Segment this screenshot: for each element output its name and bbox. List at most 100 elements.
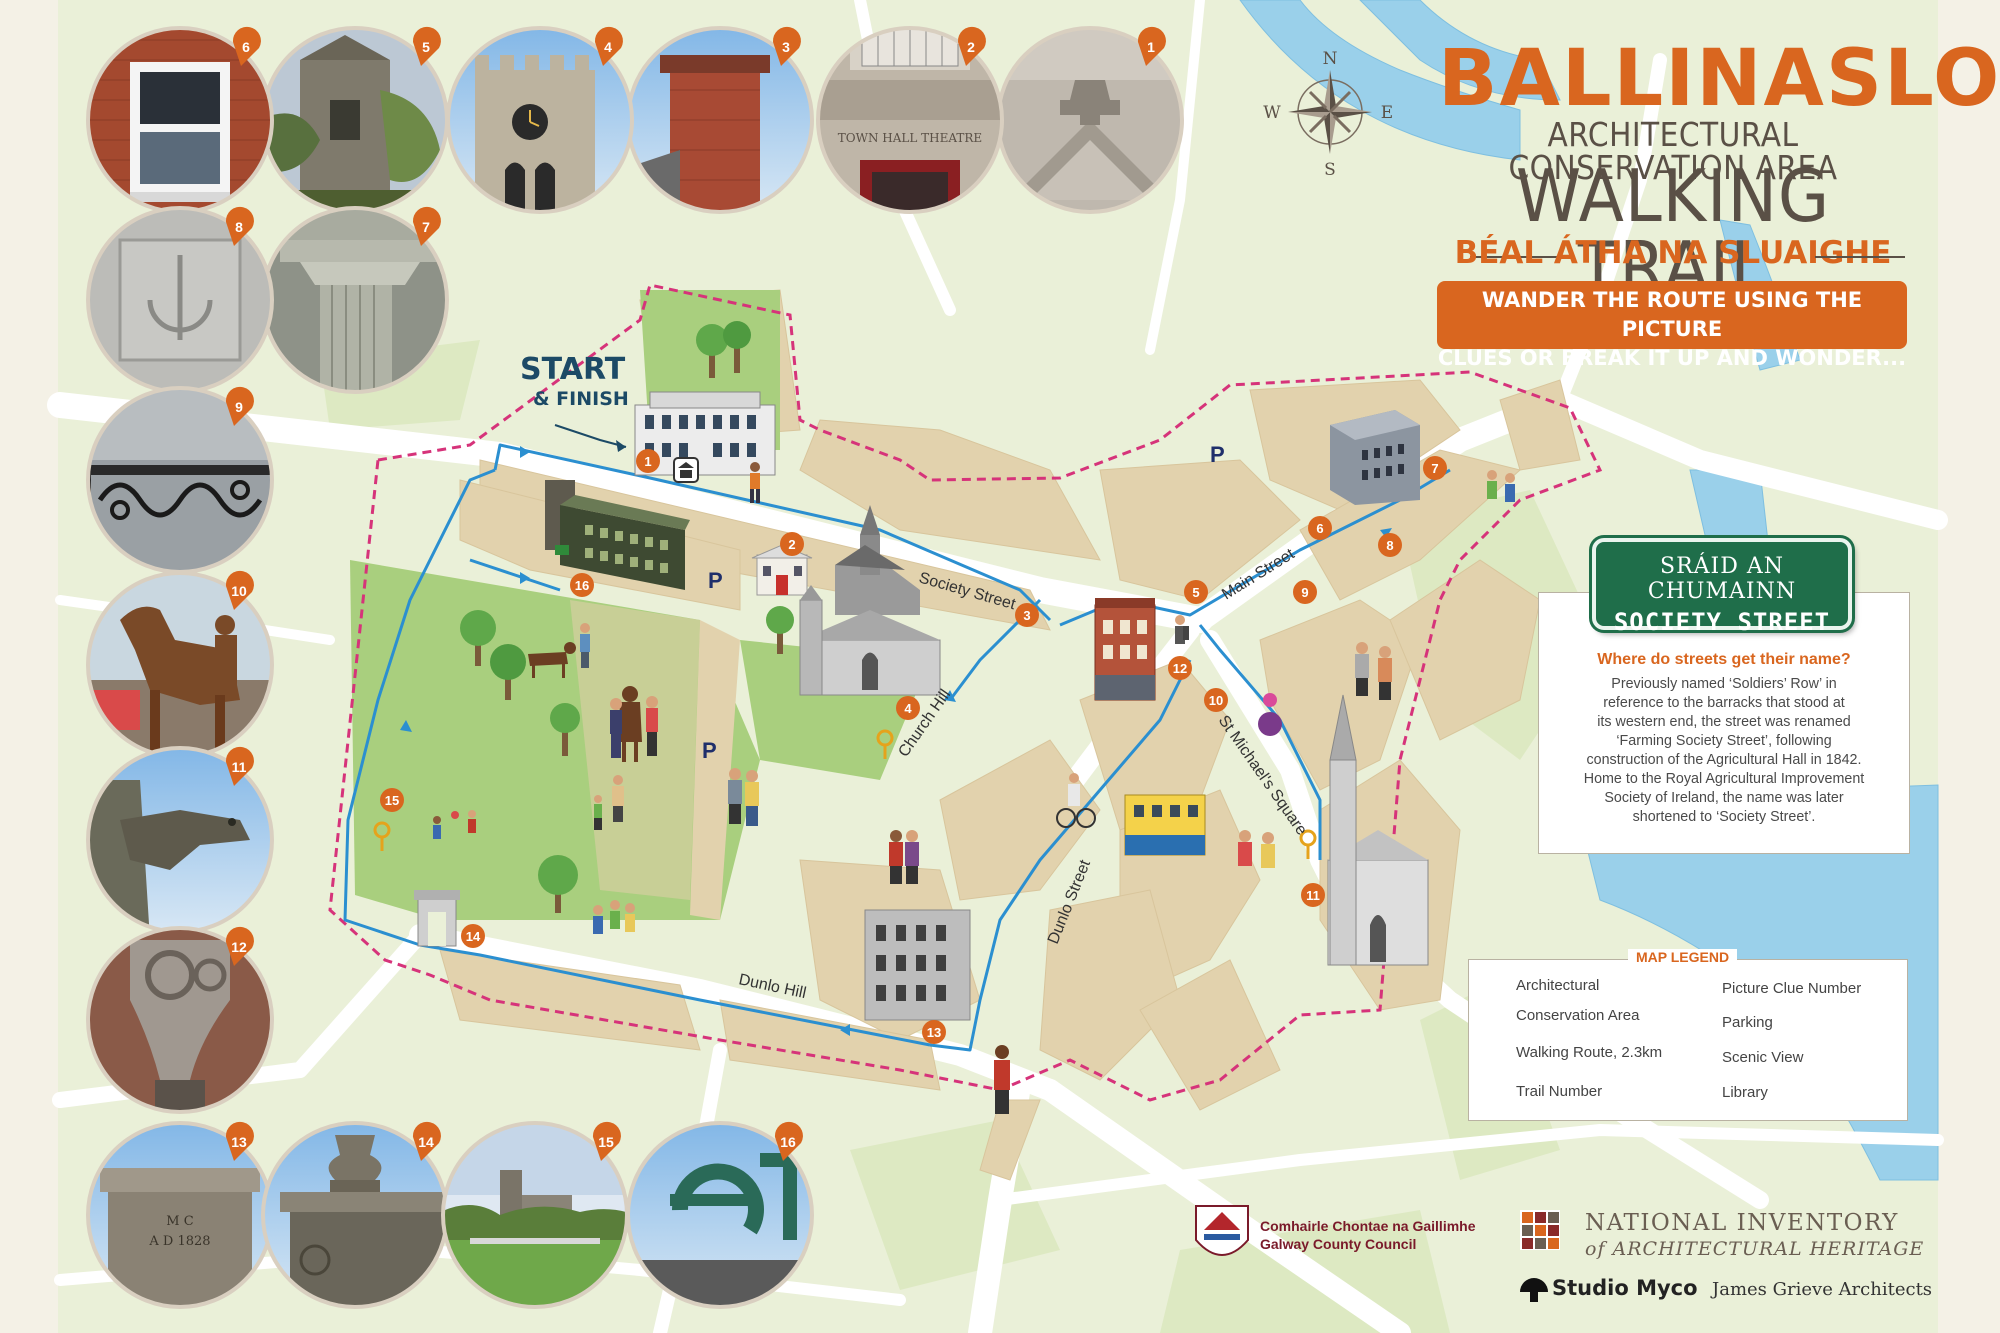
trail-marker-9[interactable]: 9 <box>1293 580 1317 604</box>
library-marker <box>673 457 699 483</box>
sign-english-text: SOCIETY STREET <box>1613 608 1831 636</box>
svg-text:15: 15 <box>385 793 399 808</box>
scenic-view-markers <box>373 729 1317 859</box>
map-legend <box>1468 959 1908 1121</box>
photo-pin-6 <box>232 26 261 66</box>
photo-clue-pin-numbers: 1 2 3 4 5 6 7 8 9 10 11 12 13 14 15 16 <box>231 39 1155 1150</box>
trail-marker-3[interactable]: 3 <box>1015 603 1039 627</box>
studio-myco-logo-mark <box>1520 1278 1548 1302</box>
date-stone-line2: A D 1828 <box>148 1234 210 1249</box>
gcc-logo-shield <box>1195 1205 1249 1256</box>
divider-right <box>1815 256 1905 258</box>
compass-rose: N S E W <box>1263 49 1393 180</box>
people-figures <box>433 462 1515 1114</box>
nih-logo-mark <box>1520 1210 1560 1250</box>
trail-marker-7[interactable]: 7 <box>1423 456 1447 480</box>
svg-text:16: 16 <box>575 578 589 593</box>
trail-marker-6[interactable]: 6 <box>1308 516 1332 540</box>
svg-text:7: 7 <box>1431 461 1438 476</box>
svg-text:14: 14 <box>466 929 481 944</box>
tagline-banner: WANDER THE ROUTE USING THE PICTURE CLUES… <box>1437 281 1907 370</box>
divider-left <box>1470 256 1560 258</box>
trail-marker-14[interactable]: 14 <box>461 924 485 948</box>
svg-text:11: 11 <box>1306 888 1320 903</box>
picture-clue-2[interactable]: TOWN HALL THEATRE <box>810 20 1010 220</box>
info-line: ‘Farming Society Street’, following <box>1616 733 1832 749</box>
picture-clue-5[interactable] <box>255 20 455 220</box>
photo-pin-15 <box>592 1121 621 1161</box>
theatre-sign-text: TOWN HALL THEATRE <box>838 131 982 145</box>
compass-s: S <box>1324 160 1336 180</box>
info-line: shortened to ‘Society Street’. <box>1632 809 1816 825</box>
trail-marker-1[interactable]: 1 <box>636 449 660 473</box>
photo-pin-7 <box>412 206 441 246</box>
legend-picture-clue: Picture Clue Number <box>1722 980 1862 997</box>
photo-pin-number: 9 <box>235 399 243 415</box>
tagline-line-1: WANDER THE ROUTE USING THE PICTURE <box>1481 288 1863 341</box>
legend-aca-line1: Architectural <box>1516 977 1600 994</box>
parking-marker: P <box>708 568 723 593</box>
info-line: construction of the Agricultural Hall in… <box>1586 752 1862 768</box>
picture-clue-12[interactable] <box>80 920 280 1120</box>
info-line: Home to the Royal Agricultural Improveme… <box>1583 771 1865 787</box>
photo-pin-14 <box>412 1121 441 1161</box>
info-line: its western end, the street was renamed <box>1597 714 1851 730</box>
st-michaels-church-illustration <box>1327 694 1429 966</box>
trail-marker-13[interactable]: 13 <box>922 1020 946 1044</box>
svg-text:6: 6 <box>1316 521 1323 536</box>
compass-w: W <box>1263 103 1281 123</box>
trail-marker-5[interactable]: 5 <box>1184 580 1208 604</box>
gcc-logo-irish: Comhairle Chontae na Gaillimhe <box>1260 1218 1476 1234</box>
trail-marker-11[interactable]: 11 <box>1301 883 1325 907</box>
trail-marker-15[interactable]: 15 <box>380 788 404 812</box>
photo-pin-number: 14 <box>418 1134 434 1150</box>
nih-logo-line1: NATIONAL INVENTORY <box>1585 1210 1899 1236</box>
legend-scenic: Scenic View <box>1722 1049 1804 1066</box>
james-grieve-logo: James Grieve Architects <box>1712 1279 1933 1300</box>
start-arrowhead <box>616 440 626 452</box>
legend-trail-number: Trail Number <box>1516 1083 1603 1100</box>
legend-route: Walking Route, 2.3km <box>1516 1044 1663 1061</box>
title-irish: BÉAL ÁTHA NA SLUAIGHE <box>1454 235 1892 271</box>
sign-irish-text: SRÁID AN CHUMAINN <box>1647 554 1797 604</box>
photo-pin-10 <box>225 570 254 610</box>
info-body: Previously named ‘Soldiers’ Row’ in refe… <box>1563 675 1885 827</box>
trail-marker-12[interactable]: 12 <box>1168 656 1192 680</box>
photo-pin-number: 5 <box>422 39 430 55</box>
photo-pin-12 <box>225 926 254 966</box>
monument-illustration <box>414 890 460 947</box>
photo-pin-2 <box>957 26 986 66</box>
trail-marker-8[interactable]: 8 <box>1378 533 1402 557</box>
photo-pin-11 <box>225 746 254 786</box>
hall-building-illustration <box>545 480 690 590</box>
parking-markers: P P P <box>702 442 1225 763</box>
studio-myco-logo: Studio Myco <box>1552 1276 1698 1300</box>
svg-text:5: 5 <box>1192 585 1199 600</box>
picture-clue-11[interactable] <box>80 740 280 940</box>
photo-pin-8 <box>225 206 254 246</box>
title-walking-trail: WALKING TRAIL <box>1515 154 1831 310</box>
legend-parking: Parking <box>1722 1014 1773 1031</box>
info-line: Society of Ireland, the name was later <box>1604 790 1844 806</box>
photo-pin-number: 13 <box>231 1134 247 1150</box>
svg-text:3: 3 <box>1023 608 1030 623</box>
trail-marker-4[interactable]: 4 <box>896 696 920 720</box>
photo-pin-1 <box>1137 26 1166 66</box>
compass-n: N <box>1323 49 1338 69</box>
photo-pin-number: 12 <box>231 939 247 955</box>
trail-marker-10[interactable]: 10 <box>1204 688 1228 712</box>
photo-pin-number: 15 <box>598 1134 614 1150</box>
picture-clue-6[interactable] <box>80 20 280 220</box>
trees <box>460 321 794 913</box>
photo-clue-pins <box>225 26 1166 1161</box>
picture-clue-15[interactable] <box>435 1115 635 1315</box>
trail-marker-16[interactable]: 16 <box>570 573 594 597</box>
yellow-shop-illustration <box>1124 794 1206 856</box>
trail-number-markers[interactable]: 1 2 3 4 5 6 7 8 9 10 11 12 13 14 15 16 <box>380 449 1447 1044</box>
trail-marker-2[interactable]: 2 <box>780 532 804 556</box>
info-question: Where do streets get their name? <box>1597 651 1851 668</box>
svg-text:9: 9 <box>1301 585 1308 600</box>
svg-text:13: 13 <box>927 1025 941 1040</box>
tagline-line-2: CLUES OR BREAK IT UP AND WONDER... <box>1437 346 1907 370</box>
